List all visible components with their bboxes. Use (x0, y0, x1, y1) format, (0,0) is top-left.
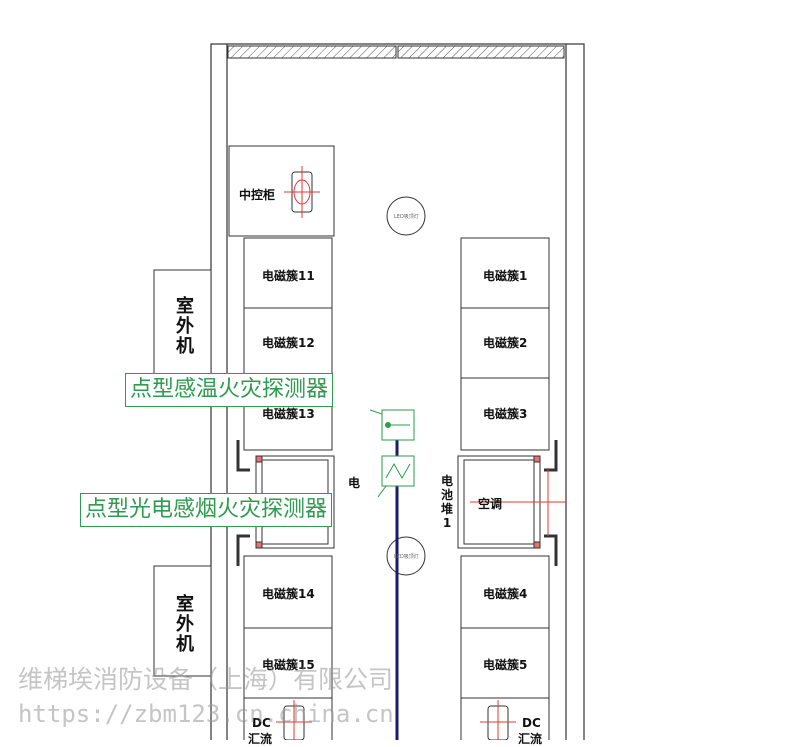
dc-label-left-b: 汇流 (248, 732, 273, 746)
smoke-detector-icon (381, 455, 415, 487)
cluster-label-15: 电磁簇15 (262, 658, 315, 672)
cluster-label-13: 电磁簇13 (262, 407, 315, 421)
dc-combiner-right-icon (480, 700, 516, 740)
right-ac-unit (457, 440, 566, 566)
right-cluster-column (460, 237, 550, 740)
cabinet-fan-icon (284, 166, 320, 218)
control-cabinet (228, 145, 335, 237)
outdoor-unit-lower-label: 室外机 (173, 594, 194, 654)
smoke-detector-callout: 点型光电感烟火灾探测器 (80, 493, 333, 527)
air-conditioner-label: 空调 (478, 497, 503, 511)
cluster-label-4: 电磁簇4 (483, 587, 528, 601)
heat-detector-icon (381, 409, 415, 441)
dc-combiner-left-icon (276, 700, 312, 740)
cluster-label-11: 电磁簇11 (262, 269, 315, 283)
cluster-label-2: 电磁簇2 (483, 336, 528, 350)
led-lamp-upper (386, 196, 426, 236)
watermark-url: https://zbm123.cn.china.cn (18, 700, 394, 728)
top-vent-grille (227, 45, 565, 59)
outdoor-unit-upper (153, 269, 212, 381)
outdoor-unit-upper-label: 室外机 (173, 296, 194, 356)
cluster-label-14: 电磁簇14 (262, 587, 315, 601)
cluster-label-12: 电磁簇12 (262, 336, 315, 350)
left-cluster-column (243, 237, 333, 740)
battery-stack-label: 电池堆 1 (440, 474, 454, 530)
callout-leader-smoke (377, 485, 387, 498)
cluster-label-3: 电磁簇3 (483, 407, 528, 421)
led-lamp-upper-label: LED吸顶灯 (394, 214, 419, 220)
dc-label-right-b: 汇流 (518, 732, 543, 746)
battery-stack-number: 1 (442, 516, 452, 530)
dc-label-left-a: DC (252, 716, 271, 730)
cluster-label-5: 电磁簇5 (483, 658, 528, 672)
outdoor-unit-lower (153, 565, 212, 677)
led-lamp-lower-label: LED吸顶灯 (394, 554, 419, 560)
heat-detector-callout: 点型感温火灾探测器 (125, 373, 334, 407)
pack-label-partial: 电 (348, 476, 361, 490)
battery-stack-name: 电池堆 (440, 474, 453, 516)
dc-label-right-a: DC (522, 716, 541, 730)
callout-leader-heat (369, 409, 383, 415)
watermark-company: 维梯埃消防设备（上海）有限公司 (18, 665, 394, 694)
control-cabinet-label: 中控柜 (239, 188, 276, 202)
cluster-label-1: 电磁簇1 (483, 269, 528, 283)
